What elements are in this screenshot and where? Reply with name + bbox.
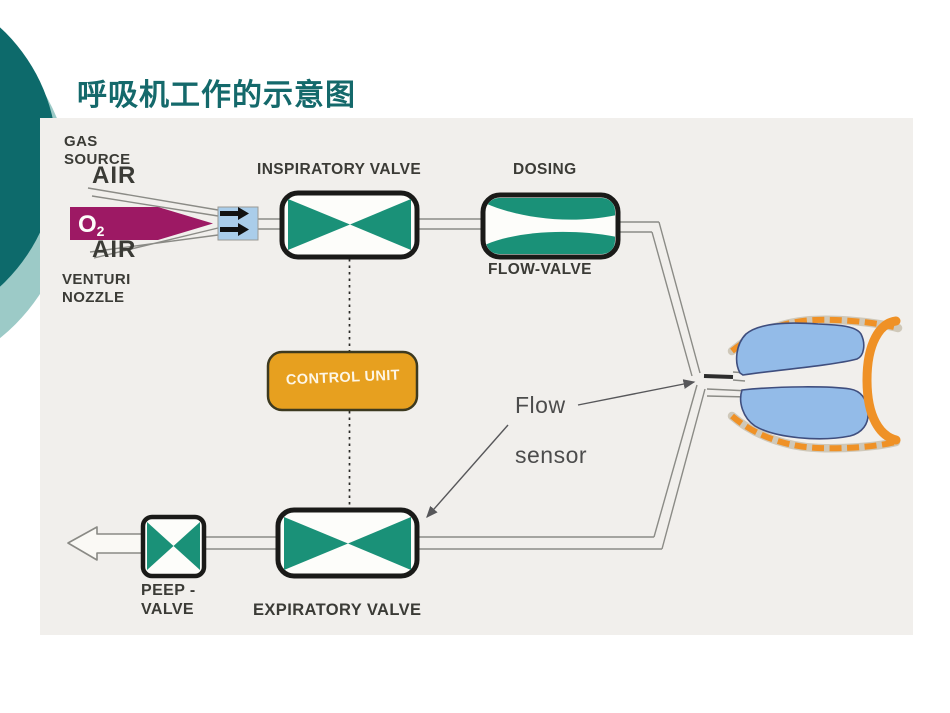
peep-line2: VALVE [141,601,194,618]
diagram-art: O2 [67,187,903,579]
flow-valve-label: FLOW-VALVE [488,261,592,278]
venturi-line1: VENTURI [62,271,131,288]
peep-valve [140,514,207,579]
lower-ribs [730,413,897,452]
ventilator-diagram: O2 [40,118,913,635]
flow-sensor-label-line1: Flow [515,392,566,418]
lower-lung-lobe [739,386,869,440]
expiratory-valve-label: EXPIRATORY VALVE [253,601,422,619]
flow-sensor-arrow-to-junction [577,379,696,406]
patient-lungs [727,315,903,453]
page-title: 呼吸机工作的示意图 [77,79,356,112]
control-unit-box [266,350,419,412]
nozzle-flow-arrow-bottom [220,223,249,236]
peep-valve-label: PEEP - VALVE [141,581,196,619]
exhaust-arrow [67,526,145,561]
air-top-label: AIR [92,162,137,189]
o2-supply-arrow [70,207,213,240]
diaphragm [862,316,901,445]
nozzle-flow-arrow-top [220,207,249,220]
flow-sensor-label-line2: sensor [515,442,588,468]
gas-source-line1: GAS [64,133,98,150]
inspiratory-valve-label: INSPIRATORY VALVE [257,161,422,178]
air-bottom-label: AIR [92,236,137,263]
dosing-label: DOSING [513,161,577,178]
gas-source-line2: SOURCE [64,151,131,168]
flow-sensor-arrow-to-expiratory [426,424,509,519]
upper-lung-lobe [735,322,865,376]
venturi-line2: NOZZLE [62,289,125,306]
dosing-flow-valve [480,192,621,260]
venturi-nozzle-label: VENTURI NOZZLE [62,271,131,307]
trachea-connector [703,374,734,379]
o2-label: O2 [78,211,105,239]
gas-source-assembly: O2 [70,187,259,259]
gas-pipes [100,218,751,550]
peep-line1: PEEP - [141,582,196,599]
gas-source-label: GAS SOURCE [64,133,131,169]
inspiratory-valve [279,190,420,260]
expiratory-valve [275,507,420,579]
